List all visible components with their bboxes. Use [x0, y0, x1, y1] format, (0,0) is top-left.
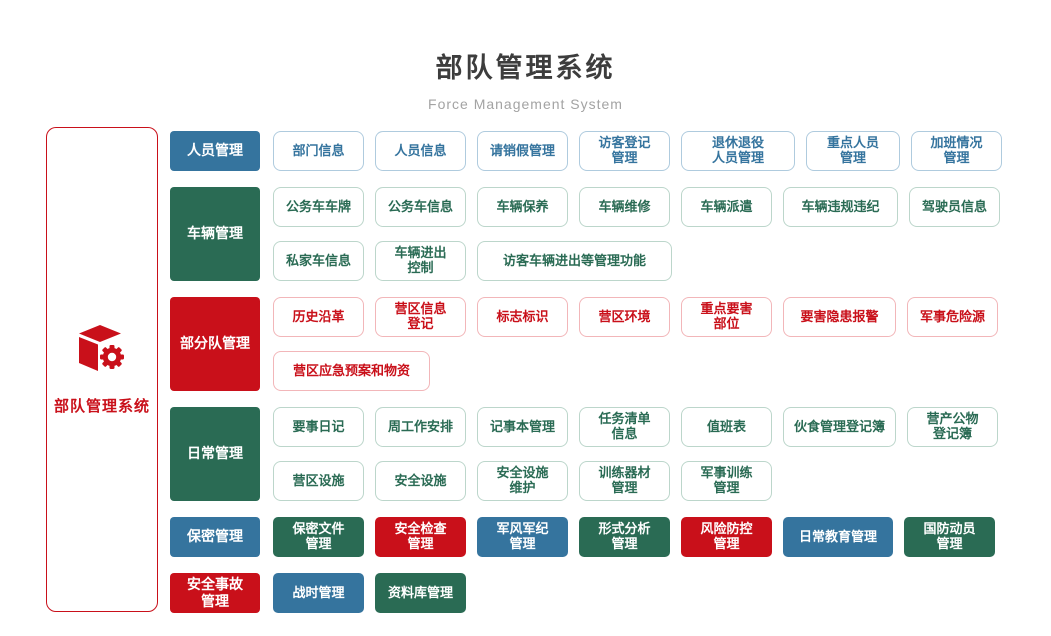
module-item: 重点要害 部位 [681, 297, 772, 337]
module-item: 日常教育管理 [783, 517, 893, 557]
module-item: 私家车信息 [273, 241, 364, 281]
category-unit-management: 部分队管理 [170, 297, 260, 391]
module-item: 驾驶员信息 [909, 187, 1000, 227]
module-item: 训练器材 管理 [579, 461, 670, 501]
module-item: 军风军纪 管理 [477, 517, 568, 557]
module-item: 值班表 [681, 407, 772, 447]
module-item: 营区环境 [579, 297, 670, 337]
group-vehicle-management: 车辆管理 公务车车牌 公务车信息 车辆保养 车辆维修 车辆派遣 车辆违规违纪 驾… [170, 187, 1002, 281]
module-item: 周工作安排 [375, 407, 466, 447]
module-item: 车辆保养 [477, 187, 568, 227]
module-item: 车辆维修 [579, 187, 670, 227]
module-groups: 人员管理 部门信息 人员信息 请销假管理 访客登记 管理 退休退役 人员管理 重… [170, 127, 1002, 613]
module-item: 加班情况 管理 [911, 131, 1002, 171]
module-item: 形式分析 管理 [579, 517, 670, 557]
module-item: 重点人员 管理 [806, 131, 900, 171]
module-item: 营区信息 登记 [375, 297, 466, 337]
module-item: 战时管理 [273, 573, 364, 613]
module-item: 车辆违规违纪 [783, 187, 898, 227]
group-daily-management: 日常管理 要事日记 周工作安排 记事本管理 任务清单 信息 值班表 伙食管理登记… [170, 407, 1002, 501]
module-item: 营区应急预案和物资 [273, 351, 430, 391]
module-item: 安全设施 [375, 461, 466, 501]
module-item: 国防动员 管理 [904, 517, 995, 557]
group-unit-management: 部分队管理 历史沿革 营区信息 登记 标志标识 营区环境 重点要害 部位 要害隐… [170, 297, 1002, 391]
module-item: 安全检查 管理 [375, 517, 466, 557]
group-safety-incident-management: 安全事故 管理 战时管理 资料库管理 [170, 573, 1002, 613]
module-item: 军事危险源 [907, 297, 998, 337]
module-item: 营区设施 [273, 461, 364, 501]
group-personnel-management: 人员管理 部门信息 人员信息 请销假管理 访客登记 管理 退休退役 人员管理 重… [170, 131, 1002, 171]
module-item: 历史沿革 [273, 297, 364, 337]
category-vehicle-management: 车辆管理 [170, 187, 260, 281]
module-item: 军事训练 管理 [681, 461, 772, 501]
module-item: 要害隐患报警 [783, 297, 896, 337]
group-confidentiality-management: 保密管理 保密文件 管理 安全检查 管理 军风军纪 管理 形式分析 管理 风险防… [170, 517, 1002, 557]
module-item: 访客登记 管理 [579, 131, 670, 171]
module-item: 人员信息 [375, 131, 466, 171]
page-header: 部队管理系统 Force Management System [0, 46, 1051, 112]
module-item: 标志标识 [477, 297, 568, 337]
root-system-node: 部队管理系统 [46, 127, 158, 612]
category-safety-incident-management: 安全事故 管理 [170, 573, 260, 613]
module-item: 资料库管理 [375, 573, 466, 613]
module-item: 记事本管理 [477, 407, 568, 447]
module-item: 请销假管理 [477, 131, 568, 171]
page-title: 部队管理系统 [435, 53, 616, 83]
module-item: 退休退役 人员管理 [681, 131, 795, 171]
module-item: 任务清单 信息 [579, 407, 670, 447]
module-item: 保密文件 管理 [273, 517, 364, 557]
category-confidentiality-management: 保密管理 [170, 517, 260, 557]
module-item: 风险防控 管理 [681, 517, 772, 557]
module-item: 部门信息 [273, 131, 364, 171]
category-daily-management: 日常管理 [170, 407, 260, 501]
module-item: 安全设施 维护 [477, 461, 568, 501]
module-item: 营产公物 登记簿 [907, 407, 998, 447]
module-item: 车辆派遣 [681, 187, 772, 227]
page-subtitle: Force Management System [428, 96, 623, 112]
root-system-label: 部队管理系统 [53, 397, 150, 415]
cube-gear-icon [75, 324, 129, 379]
module-item: 伙食管理登记簿 [783, 407, 896, 447]
module-item: 公务车信息 [375, 187, 466, 227]
category-personnel-management: 人员管理 [170, 131, 260, 171]
module-item: 要事日记 [273, 407, 364, 447]
diagram-body: 部队管理系统 人员管理 部门信息 人员信息 请销假管理 访客登记 管理 退休退役… [46, 127, 1002, 613]
module-item: 车辆进出 控制 [375, 241, 466, 281]
module-item: 访客车辆进出等管理功能 [477, 241, 672, 281]
module-item: 公务车车牌 [273, 187, 364, 227]
